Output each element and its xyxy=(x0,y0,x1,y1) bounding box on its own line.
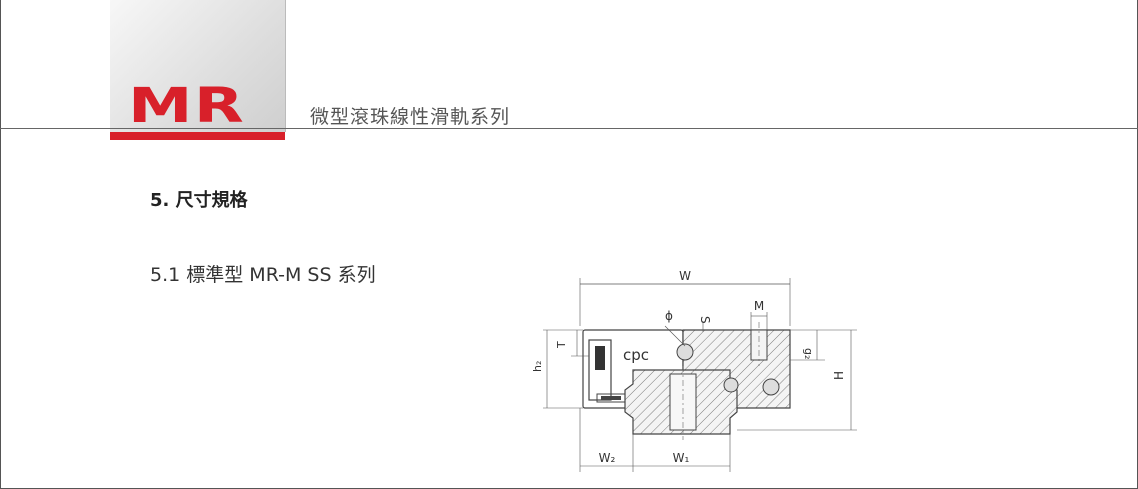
label-h2: h₂ xyxy=(531,361,544,372)
label-t: T xyxy=(555,341,568,349)
dimension-g2: g₂ xyxy=(790,329,825,361)
label-s: S xyxy=(698,316,712,324)
series-title: 微型滾珠線性滑軌系列 xyxy=(310,106,511,128)
label-w1: W₁ xyxy=(673,451,690,465)
dimension-w2-w1: W₂ W₁ xyxy=(579,408,731,472)
dimension-t: T xyxy=(555,330,589,357)
label-w2: W₂ xyxy=(599,451,616,465)
rail-cross-section-diagram: W cpc ϕ S M xyxy=(531,269,857,472)
dimension-h: H xyxy=(737,329,857,431)
mount-hole xyxy=(750,322,768,366)
dimension-h2: h₂ xyxy=(531,329,583,409)
label-m: M xyxy=(754,299,764,313)
label-phi: ϕ xyxy=(665,309,673,323)
rail-section xyxy=(624,366,738,440)
logo-panel xyxy=(110,0,286,132)
logo-red-bar xyxy=(110,132,285,140)
page-frame-left xyxy=(0,0,1,489)
label-g2: g₂ xyxy=(802,348,815,359)
dimension-m: M xyxy=(750,299,768,330)
mr-logo: MR xyxy=(128,78,246,134)
label-w: W xyxy=(679,269,691,283)
header-divider xyxy=(0,128,1138,129)
balls xyxy=(676,343,780,396)
section-subheading: 5.1 標準型 MR-M SS 系列 xyxy=(150,264,376,286)
dimension-w: W xyxy=(579,269,791,326)
cpc-mark: cpc xyxy=(623,346,649,364)
label-h: H xyxy=(832,371,846,380)
section-heading: 5. 尺寸規格 xyxy=(150,190,248,211)
